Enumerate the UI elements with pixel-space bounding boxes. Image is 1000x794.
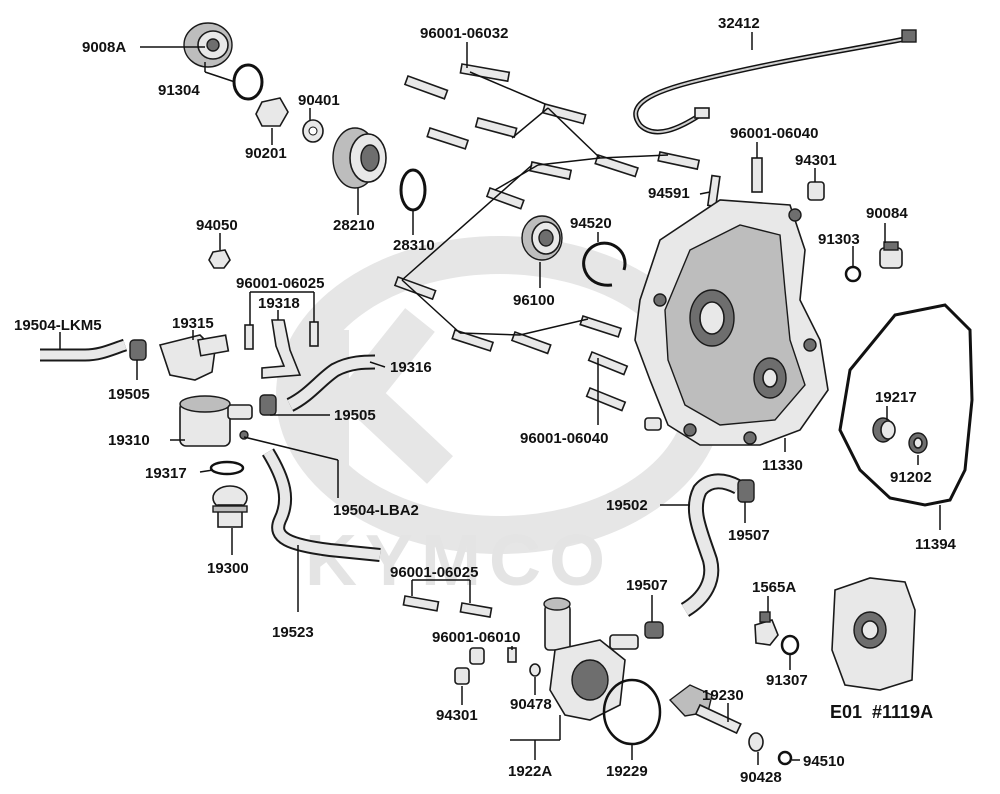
clip-94510[interactable] xyxy=(777,750,793,766)
crankcase-cover-11330[interactable] xyxy=(634,199,829,446)
label-96001-06010[interactable]: 96001-06010 xyxy=(432,629,520,646)
label-11394[interactable]: 11394 xyxy=(915,536,957,553)
label-19300[interactable]: 19300 xyxy=(207,560,249,577)
label-91202[interactable]: 91202 xyxy=(890,469,932,486)
label-96001-06025-bottom[interactable]: 96001-06025 xyxy=(390,564,478,581)
label-94301-top[interactable]: 94301 xyxy=(795,152,837,169)
label-1922a[interactable]: 1922A xyxy=(508,763,552,780)
o-ring-19317[interactable] xyxy=(209,460,245,476)
label-90401[interactable]: 90401 xyxy=(298,92,340,109)
label-94520[interactable]: 94520 xyxy=(570,215,612,232)
circlip-94520[interactable] xyxy=(582,241,627,287)
seal-91202[interactable] xyxy=(908,432,928,454)
seal-28210[interactable] xyxy=(332,127,387,189)
label-90084[interactable]: 90084 xyxy=(866,205,908,222)
label-19217[interactable]: 19217 xyxy=(875,389,917,406)
bearing-96100[interactable] xyxy=(521,215,563,261)
nut-94050[interactable] xyxy=(208,249,231,269)
o-ring-91304[interactable] xyxy=(232,63,264,101)
label-19316[interactable]: 19316 xyxy=(390,359,432,376)
thermostat-cover-19315[interactable] xyxy=(158,334,230,381)
label-94591[interactable]: 94591 xyxy=(648,185,690,202)
page-ref: #1119A xyxy=(872,702,933,722)
bracket-19318[interactable] xyxy=(261,319,302,379)
o-ring-91303[interactable] xyxy=(844,265,862,283)
thermostat-19300[interactable] xyxy=(212,485,248,528)
label-96100[interactable]: 96100 xyxy=(513,292,555,309)
washer-90401[interactable] xyxy=(302,119,324,143)
dowel-94301-top[interactable] xyxy=(807,181,825,201)
label-19310[interactable]: 19310 xyxy=(108,432,150,449)
dowel-94301-bottom-a[interactable] xyxy=(469,647,485,665)
label-19230[interactable]: 19230 xyxy=(702,687,744,704)
label-91303[interactable]: 91303 xyxy=(818,231,860,248)
label-96001-06032[interactable]: 96001-06032 xyxy=(420,25,508,42)
label-94510[interactable]: 94510 xyxy=(803,753,845,770)
o-ring-28310[interactable] xyxy=(399,168,427,212)
washer-90428[interactable] xyxy=(748,732,764,752)
label-19505-left[interactable]: 19505 xyxy=(108,386,150,403)
bolt-96001-06025-a[interactable] xyxy=(244,324,254,350)
label-96001-06040-top[interactable]: 96001-06040 xyxy=(730,125,818,142)
bolt-96001-06025-b[interactable] xyxy=(309,321,319,347)
label-19318[interactable]: 19318 xyxy=(258,295,300,312)
label-19507-top[interactable]: 19507 xyxy=(728,527,770,544)
page-code: E01 xyxy=(830,702,862,722)
clamp-19507-top[interactable] xyxy=(737,479,755,503)
label-9008a[interactable]: 9008A xyxy=(82,39,126,56)
label-19502[interactable]: 19502 xyxy=(606,497,648,514)
label-19523[interactable]: 19523 xyxy=(272,624,314,641)
cover-e01[interactable] xyxy=(831,577,916,691)
clamp-19505-left[interactable] xyxy=(129,339,147,361)
gasket-19229[interactable] xyxy=(602,678,662,746)
part-labels: 9008A 91304 90401 90201 28210 28310 9600… xyxy=(14,15,957,786)
label-1565a[interactable]: 1565A xyxy=(752,579,796,596)
gasket-11394[interactable] xyxy=(838,303,974,507)
label-91304[interactable]: 91304 xyxy=(158,82,200,99)
washer-90478[interactable] xyxy=(529,663,541,677)
label-90478[interactable]: 90478 xyxy=(510,696,552,713)
bolt-group-96001-06025-bottom[interactable] xyxy=(402,595,493,618)
label-19507-bottom[interactable]: 19507 xyxy=(626,577,668,594)
label-28310[interactable]: 28310 xyxy=(393,237,435,254)
label-96001-06040-bottom[interactable]: 96001-06040 xyxy=(520,430,608,447)
sensor-1565a[interactable] xyxy=(754,611,779,646)
nut-90201[interactable] xyxy=(255,97,289,127)
label-94050[interactable]: 94050 xyxy=(196,217,238,234)
cable-32412[interactable] xyxy=(633,29,917,135)
label-90201[interactable]: 90201 xyxy=(245,145,287,162)
plug-19217[interactable] xyxy=(872,417,896,443)
svg-text:KYMCO: KYMCO xyxy=(305,521,613,601)
plug-90084[interactable] xyxy=(879,241,903,269)
label-11330[interactable]: 11330 xyxy=(762,457,803,474)
label-19504-lkm5[interactable]: 19504-LKM5 xyxy=(14,317,102,334)
pulley-9008a[interactable] xyxy=(183,22,233,68)
clamp-19505-right[interactable] xyxy=(259,394,277,416)
label-19504-lba2[interactable]: 19504-LBA2 xyxy=(333,502,419,519)
bolt-96001-06040-top[interactable] xyxy=(751,157,763,193)
clamp-19507-bottom[interactable] xyxy=(644,621,664,639)
label-19315[interactable]: 19315 xyxy=(172,315,214,332)
label-19505-right[interactable]: 19505 xyxy=(334,407,376,424)
label-19317[interactable]: 19317 xyxy=(145,465,187,482)
thermostat-housing-19310[interactable] xyxy=(179,395,253,447)
o-ring-91307[interactable] xyxy=(780,634,800,656)
water-pump-body-1922a[interactable] xyxy=(543,597,639,721)
impeller-shaft-19230[interactable] xyxy=(668,684,742,735)
bolt-96001-06010[interactable] xyxy=(507,647,517,663)
leader-lines xyxy=(59,32,941,765)
label-90428[interactable]: 90428 xyxy=(740,769,782,786)
label-19229[interactable]: 19229 xyxy=(606,763,648,780)
label-96001-06025-top[interactable]: 96001-06025 xyxy=(236,275,324,292)
dowel-94301-bottom-b[interactable] xyxy=(454,667,470,685)
label-91307[interactable]: 91307 xyxy=(766,672,808,689)
label-32412[interactable]: 32412 xyxy=(718,15,760,32)
label-94301-bottom[interactable]: 94301 xyxy=(436,707,478,724)
label-28210[interactable]: 28210 xyxy=(333,217,375,234)
